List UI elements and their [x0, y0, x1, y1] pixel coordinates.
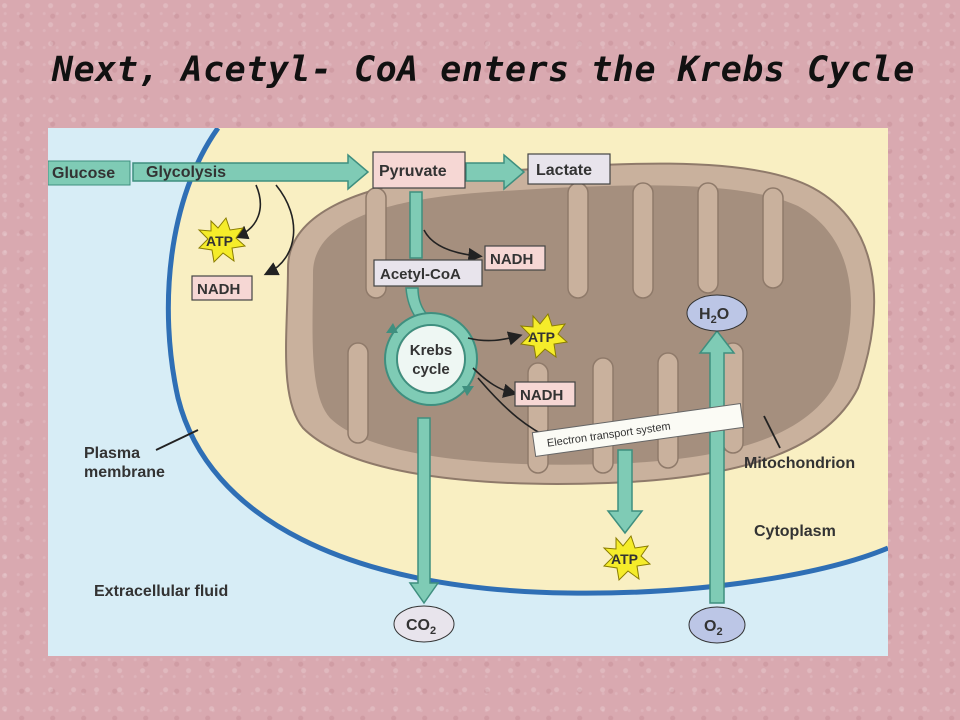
lactate-label: Lactate [536, 162, 592, 179]
krebs-ring [384, 312, 478, 406]
mitochondrion-leader [763, 415, 781, 449]
svg-text:H2O: H2O [699, 306, 729, 326]
glucose-box [48, 160, 131, 186]
plasma-membrane-label-2: membrane [84, 464, 165, 481]
atp-star-krebs: ATP [519, 312, 569, 360]
nadh-glycolysis-box [191, 275, 253, 301]
h2o-node: H2O [686, 294, 748, 332]
svg-text:ATP: ATP [528, 329, 555, 345]
svg-text:ATP: ATP [206, 233, 233, 249]
acetyl-coa-label: Acetyl-CoA [380, 266, 461, 283]
plasma-membrane-leader [155, 429, 199, 451]
nadh-krebs-box [514, 381, 576, 407]
acetyl-coa-box [373, 259, 483, 287]
nadh-glycolysis-label: NADH [197, 281, 240, 298]
glycolysis-label: Glycolysis [146, 164, 226, 181]
extracellular-label: Extracellular fluid [94, 583, 228, 600]
slide-title: Next, Acetyl- CoA enters the Krebs Cycle [52, 50, 915, 90]
pyruvate-label: Pyruvate [379, 163, 447, 180]
nadh-krebs-label: NADH [520, 387, 563, 404]
krebs-label-2: cycle [412, 361, 450, 378]
nadh-pyruvate-label: NADH [490, 251, 533, 268]
cytoplasm-label: Cytoplasm [754, 523, 836, 540]
svg-text:O2: O2 [704, 618, 723, 638]
cellular-respiration-diagram: Glucose Glycolysis Pyruvate Lactate ATP … [48, 128, 888, 656]
thin-arrows [233, 184, 558, 443]
plasma-membrane-label-1: Plasma [84, 445, 140, 462]
nadh-pyruvate-box [484, 245, 546, 271]
atp-star-glycolysis: ATP [197, 216, 247, 264]
pyruvate-box [372, 151, 466, 189]
lactate-box [527, 153, 611, 185]
mitochondrion-label: Mitochondrion [744, 455, 855, 472]
o2-node: O2 [688, 606, 746, 644]
atp-star-ets: ATP [602, 534, 652, 582]
co2-node: CO2 [393, 605, 455, 643]
krebs-label-1: Krebs [410, 342, 453, 359]
pathway-arrows [132, 153, 736, 605]
svg-text:ATP: ATP [611, 551, 638, 567]
glucose-label: Glucose [52, 165, 115, 182]
plasma-membrane [165, 128, 888, 596]
svg-text:CO2: CO2 [406, 617, 436, 637]
